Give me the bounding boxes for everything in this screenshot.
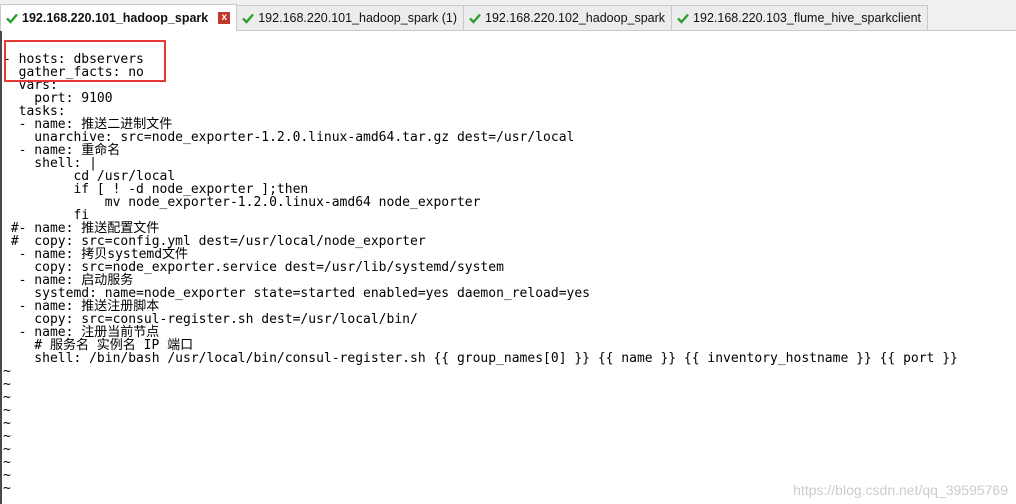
empty-line-tilde: ~	[3, 455, 11, 470]
terminal-line: gather_facts: no	[3, 65, 144, 80]
terminal-line: shell: |	[3, 156, 97, 171]
tab-session-3[interactable]: 192.168.220.102_hadoop_spark	[463, 5, 673, 30]
terminal-line: port: 9100	[3, 91, 113, 106]
connected-check-icon	[6, 13, 18, 24]
connected-check-icon	[242, 13, 255, 24]
tab-label: 192.168.220.101_hadoop_spark (1)	[258, 11, 458, 25]
connected-check-icon	[677, 13, 689, 24]
terminal-line: systemd: name=node_exporter state=starte…	[3, 286, 590, 301]
empty-line-tilde: ~	[3, 416, 11, 431]
terminal-left-border	[0, 31, 2, 504]
terminal-line: - name: 启动服务	[3, 273, 134, 288]
terminal-line: shell: /bin/bash /usr/local/bin/consul-r…	[3, 351, 958, 366]
empty-line-tilde: ~	[3, 390, 11, 405]
terminal-line: - name: 注册当前节点	[3, 325, 160, 340]
terminal-line: fi	[3, 208, 90, 223]
tab-session-4[interactable]: 192.168.220.103_flume_hive_sparkclient	[671, 5, 928, 30]
tab-session-1[interactable]: 192.168.220.101_hadoop_spark x	[0, 4, 238, 31]
terminal-line: - name: 推送二进制文件	[3, 117, 173, 132]
terminal-line: copy: src=consul-register.sh dest=/usr/l…	[3, 312, 418, 327]
terminal-line: unarchive: src=node_exporter-1.2.0.linux…	[3, 130, 575, 145]
terminal-line: mv node_exporter-1.2.0.linux-amd64 node_…	[3, 195, 481, 210]
terminal-line: - name: 拷贝systemd文件	[3, 247, 189, 262]
terminal-line: cd /usr/local	[3, 169, 176, 184]
empty-line-tilde: ~	[3, 364, 11, 379]
session-tab-bar: 192.168.220.101_hadoop_spark x 192.168.2…	[0, 0, 1016, 31]
terminal-line: tasks:	[3, 104, 66, 119]
close-tab-icon[interactable]: x	[218, 12, 231, 24]
terminal-line: - hosts: dbservers	[3, 52, 144, 67]
terminal-line: # 服务名 实例名 IP 端口	[3, 338, 194, 353]
connected-check-icon	[469, 13, 481, 24]
terminal-text-area[interactable]: - hosts: dbservers gather_facts: no vars…	[3, 53, 1013, 501]
empty-line-tilde: ~	[3, 429, 11, 444]
empty-line-tilde: ~	[3, 468, 11, 483]
terminal-line: # copy: src=config.yml dest=/usr/local/n…	[3, 234, 426, 249]
empty-line-tilde: ~	[3, 481, 11, 496]
tab-label: 192.168.220.103_flume_hive_sparkclient	[693, 11, 921, 25]
terminal-line: copy: src=node_exporter.service dest=/us…	[3, 260, 504, 275]
empty-line-tilde: ~	[3, 377, 11, 392]
watermark: https://blog.csdn.net/qq_39595769	[793, 482, 1008, 498]
terminal-line: - name: 推送注册脚本	[3, 299, 160, 314]
tab-label: 192.168.220.101_hadoop_spark	[22, 11, 209, 25]
empty-line-tilde: ~	[3, 403, 11, 418]
terminal-line: if [ ! -d node_exporter ];then	[3, 182, 309, 197]
terminal-line: vars:	[3, 78, 58, 93]
tab-label: 192.168.220.102_hadoop_spark	[485, 11, 666, 25]
terminal-line: - name: 重命名	[3, 143, 121, 158]
tab-session-2[interactable]: 192.168.220.101_hadoop_spark (1)	[236, 5, 465, 30]
empty-line-tilde: ~	[3, 442, 11, 457]
terminal-line: #- name: 推送配置文件	[3, 221, 160, 236]
